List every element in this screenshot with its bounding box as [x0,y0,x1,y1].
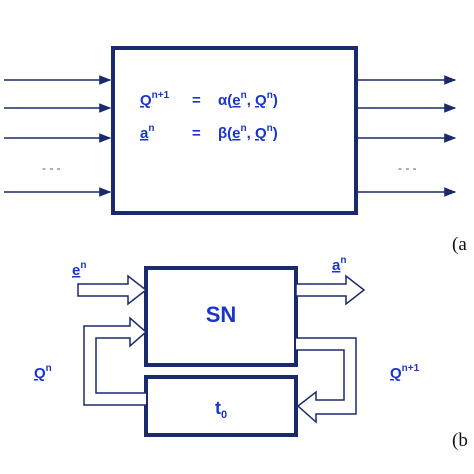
sn-block [144,266,298,367]
eq2-lhs-sup: n [148,123,154,134]
input-en-arrow [77,274,148,306]
eq1-func: α [218,92,228,109]
eq2-lhs: a [140,125,149,142]
panel-a-block [111,46,358,215]
eq1-arg1: e [232,92,240,109]
eq2-arg1: e [232,125,240,142]
svg-text:α(en, Qn): α(en, Qn) [218,90,278,109]
eq2-func: β [218,125,227,142]
sn-label: SN [206,302,237,327]
panel-a-output-arrows [358,75,457,197]
eq1-lhs: Q [140,92,152,109]
feedback-qn1-path [296,337,357,424]
input-en-label: en [72,260,86,279]
equation-2: an = β(en, Qn) [140,123,278,142]
eq1-lhs-sup: n+1 [152,90,170,101]
eq2-arg2: Q [255,125,267,142]
state-qn1-label: Qn+1 [390,363,420,382]
equation-1: Qn+1 = α(en, Qn) [140,90,278,109]
output-an-arrow [295,274,366,306]
panel-b: SN t0 en an Qn Qn+1 (b [34,255,468,451]
panel-b-label: (b [452,430,468,451]
svg-text:Qn+1: Qn+1 [140,90,170,109]
eq2-op: = [192,125,201,142]
panel-a-label: (a [452,234,467,255]
feedback-qn-path [83,316,148,406]
panel-a-input-arrows [4,75,112,197]
svg-text:β(en, Qn): β(en, Qn) [218,123,278,142]
svg-text:an: an [140,123,154,142]
output-an-label: an [332,255,346,274]
left-ellipsis: - - - [42,161,61,175]
delay-block [144,375,298,437]
state-qn-label: Qn [34,363,52,382]
eq1-arg2: Q [255,92,267,109]
delay-label: t0 [215,398,227,421]
eq1-op: = [192,92,201,109]
right-ellipsis: - - - [398,161,417,175]
panel-a: - - - Qn+1 = α(en, Qn) an = β(en, Qn) [4,46,467,255]
